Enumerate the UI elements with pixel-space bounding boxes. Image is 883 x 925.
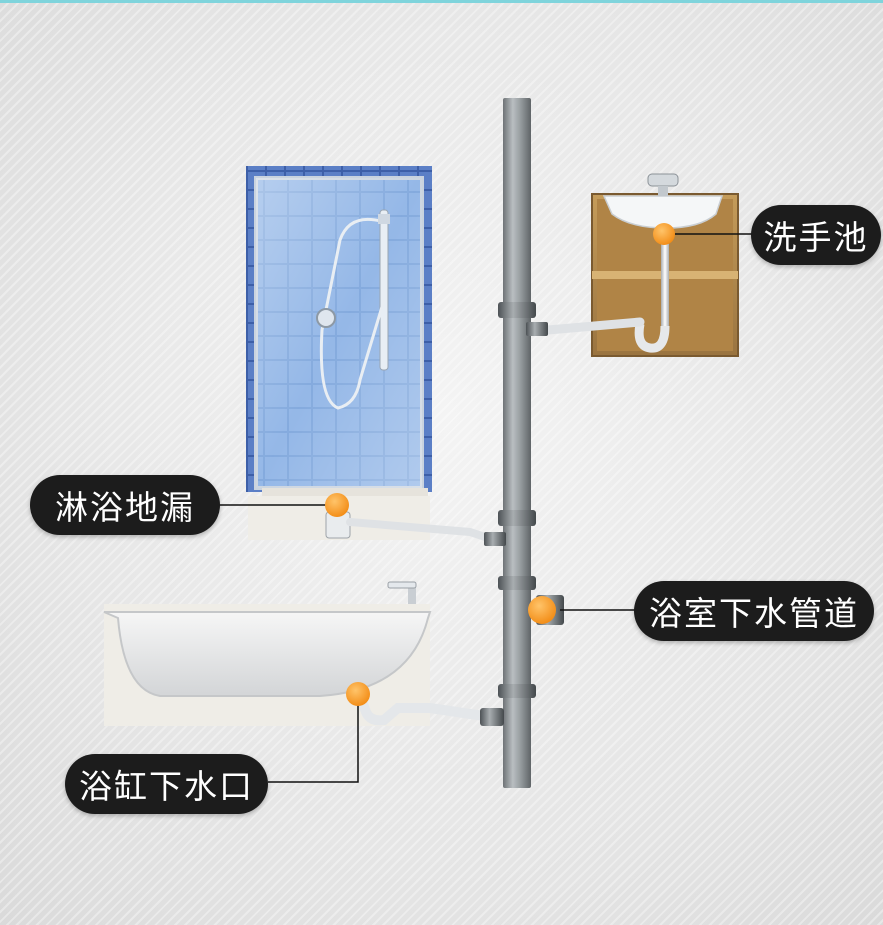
tub-drain-label: 浴缸下水口 — [65, 754, 268, 814]
tub-drain-pipe — [355, 691, 504, 726]
faucet-icon — [387, 581, 417, 604]
drain-marker-icon — [528, 596, 556, 624]
shower-drain-pipe — [325, 511, 506, 546]
drain-marker-icon — [653, 223, 675, 245]
main-stack-pipe — [498, 98, 564, 788]
faucet-icon — [647, 173, 679, 196]
leader-lines — [218, 233, 752, 783]
shower-drain-label: 淋浴地漏 — [30, 475, 220, 535]
sink-drain-pipe — [526, 228, 670, 353]
bathtub — [103, 581, 432, 726]
shower-head-icon — [316, 209, 390, 410]
shower-enclosure — [246, 166, 432, 540]
main-pipe-label: 浴室下水管道 — [634, 581, 874, 641]
drain-marker-icon — [346, 682, 370, 706]
top-accent-line — [0, 0, 883, 3]
basin-label: 洗手池 — [751, 205, 881, 265]
drain-marker-icon — [325, 493, 349, 517]
